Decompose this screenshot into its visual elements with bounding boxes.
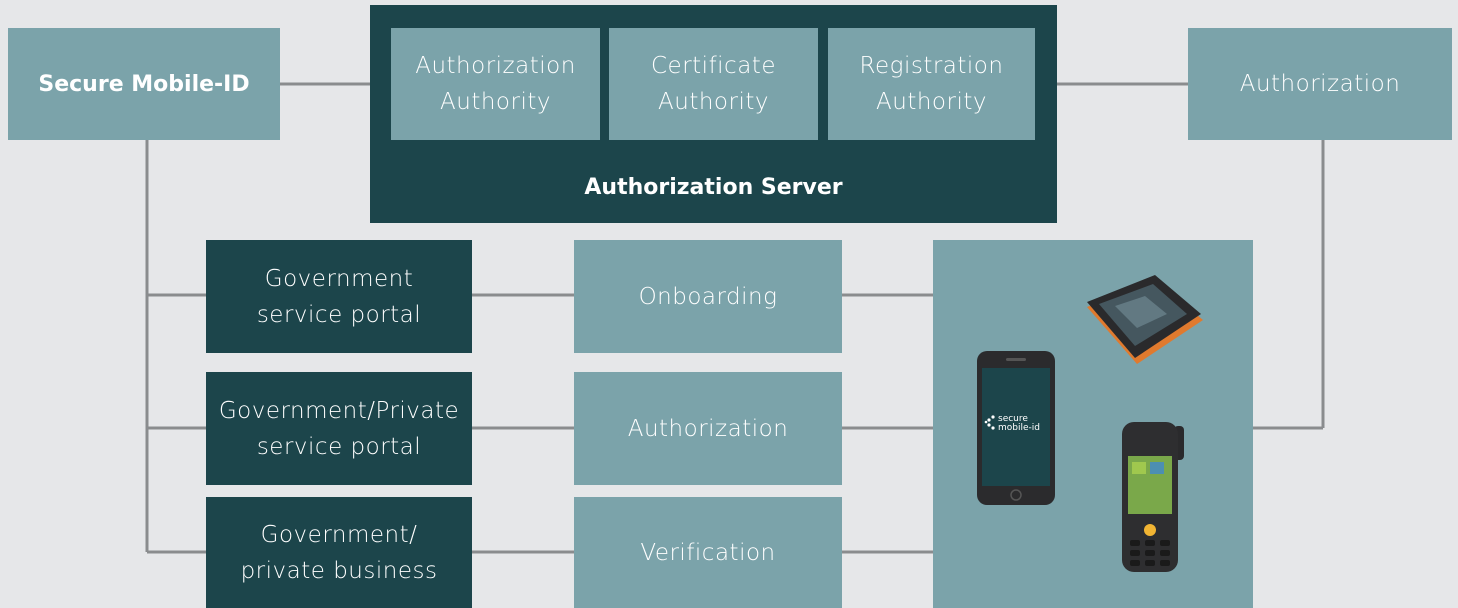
authorization-right-label: Authorization [1239, 71, 1401, 97]
government-service-portal-line1: Government [264, 265, 414, 292]
registration-authority-node: Registration Authority [828, 28, 1035, 140]
government-private-service-portal-line2: service portal [256, 433, 422, 460]
certificate-authority-node: Certificate Authority [609, 28, 818, 140]
authorization-authority-node: Authorization Authority [391, 28, 600, 140]
registration-authority-line2: Authority [876, 89, 987, 115]
authorization-mid-node: Authorization [574, 372, 842, 485]
authorization-server-label: Authorization Server [584, 174, 843, 200]
authorization-authority-line1: Authorization [415, 53, 576, 79]
phone-logo-line1: secure [998, 414, 1028, 424]
authorization-mid-label: Authorization [627, 415, 789, 442]
phone-logo-line2: mobile-id [998, 423, 1040, 433]
registration-authority-line1: Registration [859, 53, 1004, 79]
certificate-authority-line2: Authority [658, 89, 769, 115]
secure-mobile-id-label: Secure Mobile-ID [38, 71, 250, 97]
smartphone-device-icon: secure mobile-id [977, 351, 1055, 505]
secure-mobile-id-logo-icon [984, 415, 995, 430]
government-private-business-line1: Government/ [260, 521, 418, 548]
government-private-business-node: Government/ private business [206, 497, 472, 608]
certificate-authority-line1: Certificate [651, 53, 776, 79]
government-private-business-line2: private business [240, 557, 438, 584]
tablet-device-icon [1087, 275, 1203, 364]
secure-mobile-id-node: Secure Mobile-ID [8, 28, 280, 140]
handheld-scanner-device-icon [1122, 422, 1184, 572]
authorization-server-label-wrap: Authorization Server [370, 162, 1057, 212]
government-private-service-portal-node: Government/Private service portal [206, 372, 472, 485]
government-service-portal-line2: service portal [256, 301, 422, 328]
authorization-authority-line2: Authority [440, 89, 551, 115]
government-private-service-portal-line1: Government/Private [218, 397, 460, 424]
verification-label: Verification [640, 539, 776, 566]
authorization-right-node: Authorization [1188, 28, 1452, 140]
government-service-portal-node: Government service portal [206, 240, 472, 353]
onboarding-node: Onboarding [574, 240, 842, 353]
verification-node: Verification [574, 497, 842, 608]
onboarding-label: Onboarding [638, 283, 778, 310]
